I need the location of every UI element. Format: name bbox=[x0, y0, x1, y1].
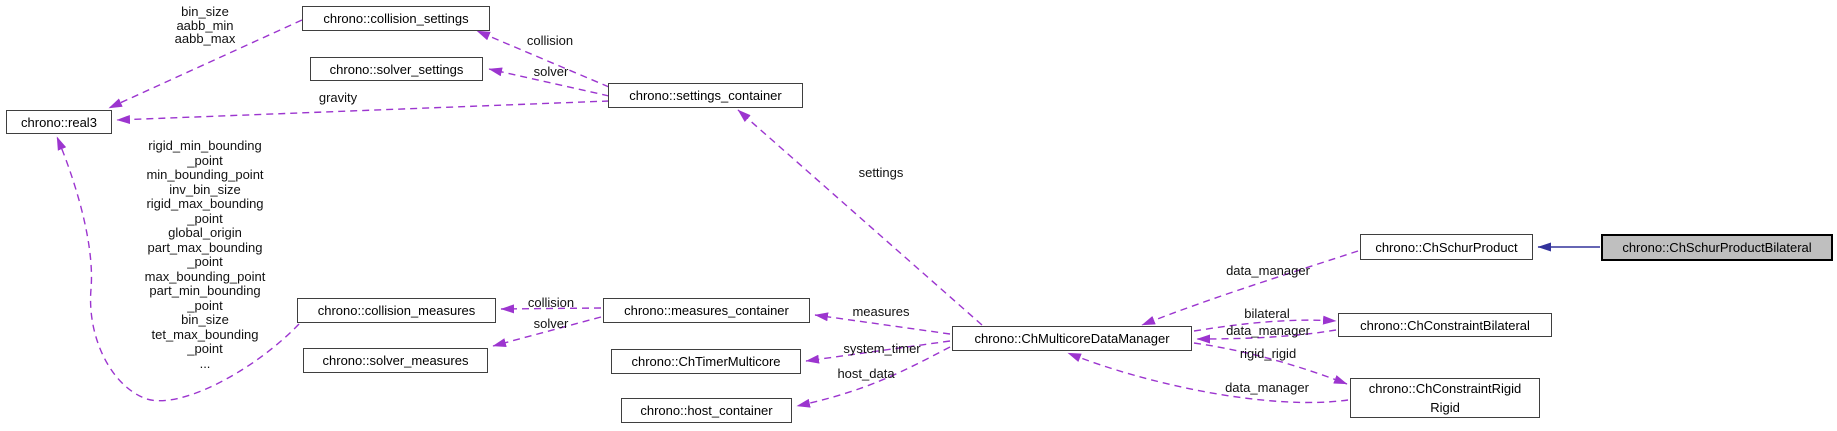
edge-settings-container-to-real3-gravity bbox=[116, 100, 610, 124]
edge-label-bilateral: bilateral bbox=[1244, 306, 1290, 321]
edge-constraint-rigid-rigid-to-data-manager bbox=[1067, 352, 1349, 404]
edge-data-manager-to-host-container bbox=[796, 346, 951, 408]
node-collision-settings[interactable]: chrono::collision_settings bbox=[302, 6, 490, 31]
edge-label-real3-members: rigid_min_bounding _point min_bounding_p… bbox=[144, 138, 266, 371]
node-constraint-rigid-rigid[interactable]: chrono::ChConstraintRigid Rigid bbox=[1350, 378, 1540, 418]
edge-label-gravity: gravity bbox=[318, 90, 358, 105]
edge-constraint-bilateral-to-data-manager bbox=[1196, 329, 1337, 344]
edge-data-manager-to-settings-container bbox=[737, 109, 983, 326]
node-schur-product-bilateral: chrono::ChSchurProductBilateral bbox=[1601, 234, 1833, 261]
node-constraint-bilateral[interactable]: chrono::ChConstraintBilateral bbox=[1338, 313, 1552, 337]
edge-label-measures: measures bbox=[852, 304, 910, 319]
edge-label-host-data: host_data bbox=[837, 366, 895, 381]
edge-data-manager-to-timer bbox=[805, 340, 951, 364]
edge-label-data-manager-mid: data_manager bbox=[1226, 323, 1310, 338]
edge-label-settings: settings bbox=[858, 165, 904, 180]
edge-label-solver-measures: solver bbox=[533, 316, 569, 331]
edge-settings-container-to-solver-settings bbox=[488, 67, 610, 97]
edge-collision-measures-to-real3 bbox=[56, 136, 300, 402]
edge-measures-container-to-collision-measures bbox=[500, 304, 602, 314]
node-schur-product[interactable]: chrono::ChSchurProduct bbox=[1360, 234, 1533, 260]
edge-measures-container-to-solver-measures bbox=[492, 316, 602, 347]
node-multicore-data-manager[interactable]: chrono::ChMulticoreDataManager bbox=[952, 326, 1192, 351]
edge-label-collision-measures: collision bbox=[527, 295, 575, 310]
node-real3[interactable]: chrono::real3 bbox=[6, 110, 112, 134]
edge-schur-product-to-data-manager bbox=[1141, 250, 1359, 326]
edge-label-data-manager-top: data_manager bbox=[1226, 263, 1310, 278]
edge-label-bin-aabb: bin_size aabb_min aabb_max bbox=[174, 4, 236, 46]
node-measures-container[interactable]: chrono::measures_container bbox=[603, 298, 810, 323]
node-host-container[interactable]: chrono::host_container bbox=[621, 398, 792, 423]
edge-label-solver-settings: solver bbox=[533, 64, 569, 79]
edge-data-manager-to-measures-container bbox=[814, 312, 951, 335]
node-timer-multicore[interactable]: chrono::ChTimerMulticore bbox=[611, 349, 801, 374]
node-solver-measures[interactable]: chrono::solver_measures bbox=[303, 348, 488, 373]
node-solver-settings[interactable]: chrono::solver_settings bbox=[310, 57, 483, 81]
edge-label-collision-settings: collision bbox=[526, 33, 574, 48]
edge-data-manager-to-constraint-bilateral bbox=[1193, 315, 1337, 332]
edge-label-system-timer: system_timer bbox=[843, 341, 921, 356]
node-settings-container[interactable]: chrono::settings_container bbox=[608, 83, 803, 108]
node-collision-measures[interactable]: chrono::collision_measures bbox=[297, 298, 496, 323]
edge-label-rigid-rigid: rigid_rigid bbox=[1239, 346, 1297, 361]
edge-label-data-manager-bottom: data_manager bbox=[1225, 380, 1309, 395]
